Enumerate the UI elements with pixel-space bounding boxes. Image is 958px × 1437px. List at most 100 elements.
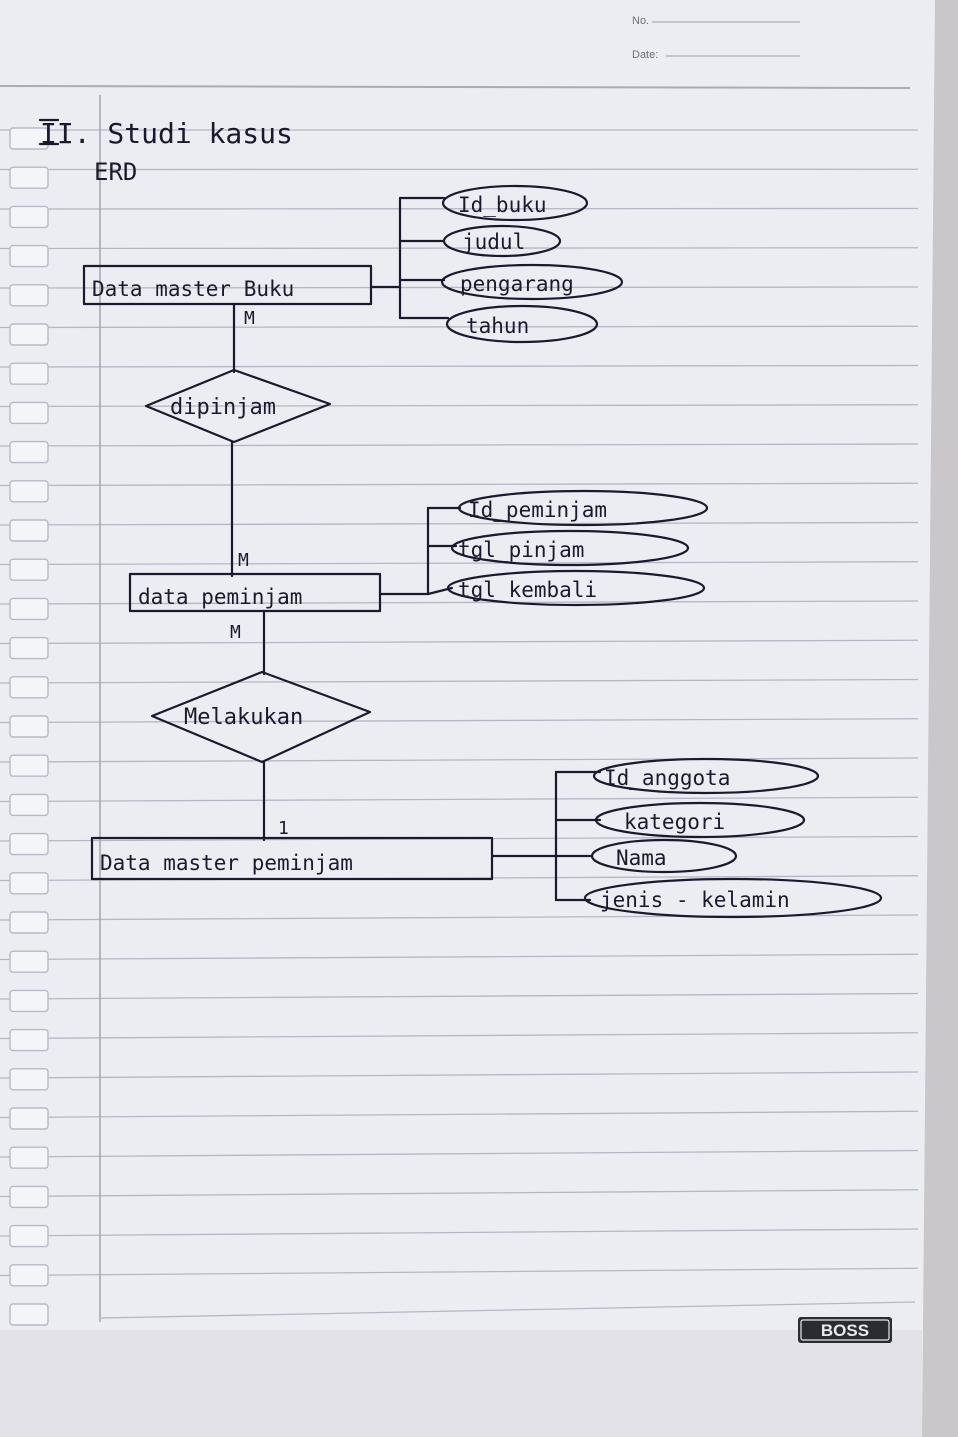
- margin-box: [9, 1185, 49, 1209]
- ruled-line: [0, 443, 919, 447]
- attribute-connector: [490, 770, 602, 902]
- margin-box: [9, 1146, 49, 1169]
- margin-box: [9, 284, 49, 307]
- attribute-tgl-pinjam: tgl_pinjam: [450, 529, 690, 567]
- margin-box: [9, 244, 49, 268]
- ruled-line: [0, 953, 919, 961]
- svg-text:judul: judul: [462, 230, 525, 254]
- cardinality-buku-dipinjam: M: [244, 308, 255, 329]
- relationship-dipinjam: dipinjam: [144, 368, 332, 444]
- margin-box: [9, 715, 49, 738]
- ruled-line: [0, 639, 919, 645]
- ruled-line: [0, 1110, 919, 1119]
- attribute-kategori: kategori: [594, 801, 806, 839]
- attribute-pengarang: pengarang: [440, 263, 624, 301]
- margin-box: [9, 1107, 49, 1130]
- svg-text:pengarang: pengarang: [460, 272, 574, 296]
- margin-box: [9, 872, 49, 895]
- attribute-id-anggota: Id_anggota: [592, 757, 820, 795]
- page-bottom-shadow: [0, 1330, 922, 1437]
- ruled-line: [0, 1267, 919, 1277]
- margin-boxes: [9, 127, 49, 1326]
- ruled-line: [0, 757, 919, 763]
- attribute-tahun: tahun: [445, 304, 599, 344]
- margin-box: [9, 480, 49, 503]
- page-header: No. Date:: [0, 15, 911, 89]
- margin-box: [9, 636, 49, 660]
- svg-text:tahun: tahun: [466, 314, 529, 338]
- margin-box: [9, 1068, 49, 1091]
- brand-logo: BOSS: [798, 1317, 892, 1343]
- margin-box: [9, 401, 49, 425]
- svg-text:data peminjam: data peminjam: [138, 585, 302, 609]
- attribute-nama: Nama: [590, 838, 738, 874]
- ruled-line: [0, 600, 919, 605]
- ruled-line: [0, 247, 919, 250]
- svg-text:BOSS: BOSS: [821, 1321, 869, 1340]
- no-label: No.: [632, 15, 649, 27]
- svg-text:tgl_pinjam: tgl_pinjam: [458, 538, 584, 562]
- margin-box: [9, 1224, 49, 1248]
- ruled-line: [0, 1228, 919, 1237]
- ruled-line: [0, 561, 919, 566]
- svg-text:Melakukan: Melakukan: [184, 705, 303, 730]
- date-label: Date:: [632, 49, 658, 61]
- svg-text:dipinjam: dipinjam: [170, 395, 276, 420]
- cardinality-peminjam-melakukan: M: [230, 622, 241, 643]
- margin-box: [9, 793, 49, 817]
- margin-box: [9, 1264, 49, 1287]
- ruled-line: [0, 1032, 919, 1040]
- attribute-jenis-kelamin: jenis - kelamin: [583, 877, 883, 919]
- ruled-line: [0, 482, 919, 487]
- margin-box: [9, 323, 49, 346]
- page-title: II. Studi kasus: [40, 117, 293, 150]
- svg-text:kategori: kategori: [624, 810, 725, 834]
- margin-box: [9, 832, 49, 856]
- margin-box: [9, 558, 49, 581]
- ruled-line: [0, 286, 919, 289]
- relationship-melakukan: Melakukan: [150, 670, 372, 764]
- margin-box: [9, 166, 49, 189]
- ruled-line: [0, 325, 919, 329]
- entity-data-master-buku: Data master Buku: [82, 264, 373, 306]
- entity-data-peminjam: data peminjam: [128, 572, 382, 613]
- entity-label: Data master Buku: [92, 277, 294, 301]
- svg-text:Nama: Nama: [616, 846, 667, 870]
- cardinality-melakukan-pm: 1: [278, 818, 289, 839]
- svg-text:jenis - kelamin: jenis - kelamin: [600, 888, 790, 912]
- cardinality-dipinjam-peminjam: M: [238, 550, 249, 571]
- margin-box: [9, 127, 49, 150]
- attribute-judul: judul: [442, 224, 562, 258]
- ruled-line: [0, 1149, 919, 1158]
- attribute-connector: [369, 196, 450, 320]
- ruled-line: [0, 718, 919, 724]
- attribute-id-peminjam: Id_peminjam: [457, 489, 709, 527]
- ruled-line: [0, 521, 919, 526]
- svg-text:Id_peminjam: Id_peminjam: [468, 498, 607, 522]
- margin-box: [9, 519, 49, 542]
- ruled-line: [0, 992, 919, 1000]
- ruled-line: [0, 404, 919, 408]
- ruled-line: [0, 207, 919, 210]
- ruled-line: [0, 796, 919, 803]
- attribute-tgl-kembali: tgl kembali: [446, 569, 706, 607]
- svg-text:Id_anggota: Id_anggota: [604, 766, 730, 790]
- ruled-line: [0, 1189, 919, 1198]
- margin-box: [9, 1303, 49, 1326]
- page-subtitle: ERD: [94, 158, 137, 186]
- svg-text:tgl kembali: tgl kembali: [458, 578, 597, 602]
- ruled-line: [0, 678, 919, 684]
- margin-box: [9, 1028, 49, 1052]
- attribute-id-buku: Id_buku: [441, 184, 589, 222]
- margin-box: [9, 597, 49, 621]
- margin-box: [9, 911, 49, 934]
- svg-text:Data master peminjam: Data master peminjam: [100, 851, 353, 875]
- margin-box: [9, 676, 49, 699]
- margin-box: [9, 950, 49, 973]
- ruled-line: [0, 1071, 919, 1079]
- margin-box: [9, 440, 49, 464]
- entity-data-master-peminjam: Data master peminjam: [90, 836, 494, 881]
- margin-box: [9, 362, 49, 385]
- svg-text:Id_buku: Id_buku: [458, 193, 547, 217]
